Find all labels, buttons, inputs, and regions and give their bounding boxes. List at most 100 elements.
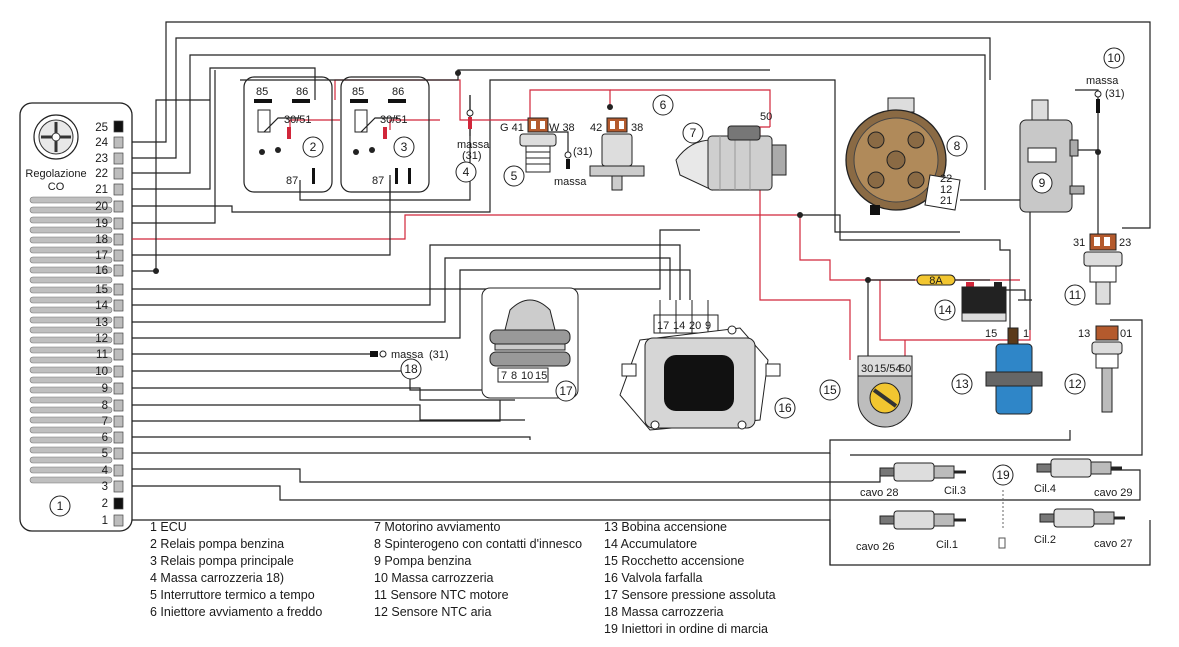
fuse-8a: 8A xyxy=(929,275,943,287)
pin-25: 25 xyxy=(95,122,108,134)
massa-4-31: (31) xyxy=(462,150,482,162)
key-1554: 15/54 xyxy=(874,363,902,375)
pin-17: 17 xyxy=(95,250,108,262)
legend-item: 1 ECU xyxy=(150,520,187,534)
ecu-number: 1 xyxy=(57,499,64,513)
legend-item: 19 Iniettori in ordine di marcia xyxy=(604,622,768,636)
label-6: 6 xyxy=(660,98,667,112)
pin-22: 22 xyxy=(95,168,108,180)
ecu-pin-labels: 25 24 23 22 21 20 19 18 17 16 15 14 13 1… xyxy=(95,122,108,527)
massa-18: massa xyxy=(391,349,424,361)
massa-5-31: (31) xyxy=(573,146,593,158)
legend-item: 12 Sensore NTC aria xyxy=(374,605,491,619)
legend-item: 2 Relais pompa benzina xyxy=(150,537,284,551)
coil-15: 15 xyxy=(985,328,997,340)
pin-5: 5 xyxy=(102,448,108,460)
pin-19: 19 xyxy=(95,218,108,230)
throttle-valve-16: 17 14 20 9 16 xyxy=(619,300,796,431)
pin-6: 6 xyxy=(102,432,108,444)
injector-cil1: cavo 26 Cil.1 xyxy=(856,510,966,553)
ecu-slots xyxy=(29,196,113,484)
label-2: 2 xyxy=(310,140,317,154)
massa-10-31: (31) xyxy=(1105,88,1125,100)
cavo-29: cavo 29 xyxy=(1094,487,1133,499)
massa-10: massa xyxy=(1086,75,1119,87)
dist-21: 21 xyxy=(940,195,952,207)
inj-42: 42 xyxy=(590,122,602,134)
legend-item: 11 Sensore NTC motore xyxy=(374,588,509,602)
dist-12: 12 xyxy=(940,184,952,196)
pin-20: 20 xyxy=(95,201,108,213)
pin-10: 10 xyxy=(95,366,108,378)
ntc-31: 31 xyxy=(1073,237,1085,249)
label-14: 14 xyxy=(938,303,952,317)
ground-4: massa (31) 4 xyxy=(455,95,490,183)
pin-15: 15 xyxy=(95,284,108,296)
map-7: 7 xyxy=(501,370,507,382)
distributor-8: 22 12 21 8 xyxy=(845,97,968,215)
map-sensor-17: 7 8 10 15 17 xyxy=(481,287,579,402)
label-8: 8 xyxy=(954,139,961,153)
ecu: Regolazione CO 1 25 24 23 xyxy=(19,102,133,532)
label-7: 7 xyxy=(690,126,697,140)
injector-cil4: Cil.4 cavo 29 xyxy=(1034,458,1133,499)
pin-14: 14 xyxy=(95,300,108,312)
battery-14: 8A 14 xyxy=(916,274,1032,322)
starter-motor-7: 50 7 xyxy=(675,111,787,191)
ntc-engine-sensor-11: 31 23 11 xyxy=(1064,233,1131,306)
map-15: 15 xyxy=(535,370,547,382)
label-11: 11 xyxy=(1069,288,1082,302)
massa-18-31: (31) xyxy=(429,349,449,361)
pin-8: 8 xyxy=(102,400,108,412)
cil-4: Cil.4 xyxy=(1034,483,1056,495)
pin-13: 13 xyxy=(95,317,108,329)
legend-item: 16 Valvola farfalla xyxy=(604,571,702,585)
pin-12: 12 xyxy=(95,333,108,345)
cold-start-injector-6: 42 38 6 xyxy=(589,94,674,191)
relay3-86: 86 xyxy=(392,86,404,98)
label-12: 12 xyxy=(1068,377,1082,391)
legend-item: 7 Motorino avviamento xyxy=(374,520,501,534)
label-9: 9 xyxy=(1039,176,1046,190)
legend-item: 15 Rocchetto accensione xyxy=(604,554,744,568)
legend-item: 4 Massa carrozzeria 18) xyxy=(150,571,284,585)
massa-4: massa xyxy=(457,139,490,151)
legend-item: 8 Spinterogeno con contatti d'innesco xyxy=(374,537,582,551)
injectors-19: 19 cavo 28 Cil.3 Cil.4 cavo 29 cavo xyxy=(856,458,1133,553)
legend-item: 18 Massa carrozzeria xyxy=(604,605,724,619)
sw-g41: G 41 xyxy=(500,122,524,134)
pin-7: 7 xyxy=(102,416,108,428)
pin-3: 3 xyxy=(102,481,108,493)
wires xyxy=(132,21,1151,566)
label-15: 15 xyxy=(823,383,837,397)
pin-11: 11 xyxy=(96,349,108,361)
legend: 1 ECU 2 Relais pompa benzina 3 Relais po… xyxy=(150,520,776,636)
label-10: 10 xyxy=(1107,51,1121,65)
pin-9: 9 xyxy=(102,383,108,395)
ecu-title-2: CO xyxy=(48,181,65,193)
pin-16: 16 xyxy=(95,265,108,277)
sw-w38: W 38 xyxy=(549,122,575,134)
ignition-switch-15: 30 15/54 50 15 xyxy=(819,355,913,428)
legend-col-1: 1 ECU 2 Relais pompa benzina 3 Relais po… xyxy=(150,520,322,619)
cavo-28: cavo 28 xyxy=(860,487,899,499)
relay3-85: 85 xyxy=(352,86,364,98)
legend-item: 10 Massa carrozzeria xyxy=(374,571,494,585)
map-8: 8 xyxy=(511,370,517,382)
legend-item: 17 Sensore pressione assoluta xyxy=(604,588,776,602)
relay3-87: 87 xyxy=(372,175,384,187)
ground-10: 10 massa (31) xyxy=(1086,47,1125,113)
injector-cil2: Cil.2 cavo 27 xyxy=(1034,508,1133,550)
co-adjust-icon xyxy=(33,114,79,160)
relay2-87: 87 xyxy=(286,175,298,187)
thr-17: 17 xyxy=(657,320,669,332)
cavo-27: cavo 27 xyxy=(1094,538,1133,550)
ground-18: massa (31) 18 xyxy=(370,349,449,380)
map-10: 10 xyxy=(521,370,533,382)
ecu-title-1: Regolazione xyxy=(25,168,86,180)
key-50: 50 xyxy=(899,363,911,375)
cil-2: Cil.2 xyxy=(1034,534,1056,546)
thr-20: 20 xyxy=(689,320,701,332)
legend-col-3: 13 Bobina accensione 14 Accumulatore 15 … xyxy=(604,520,776,636)
